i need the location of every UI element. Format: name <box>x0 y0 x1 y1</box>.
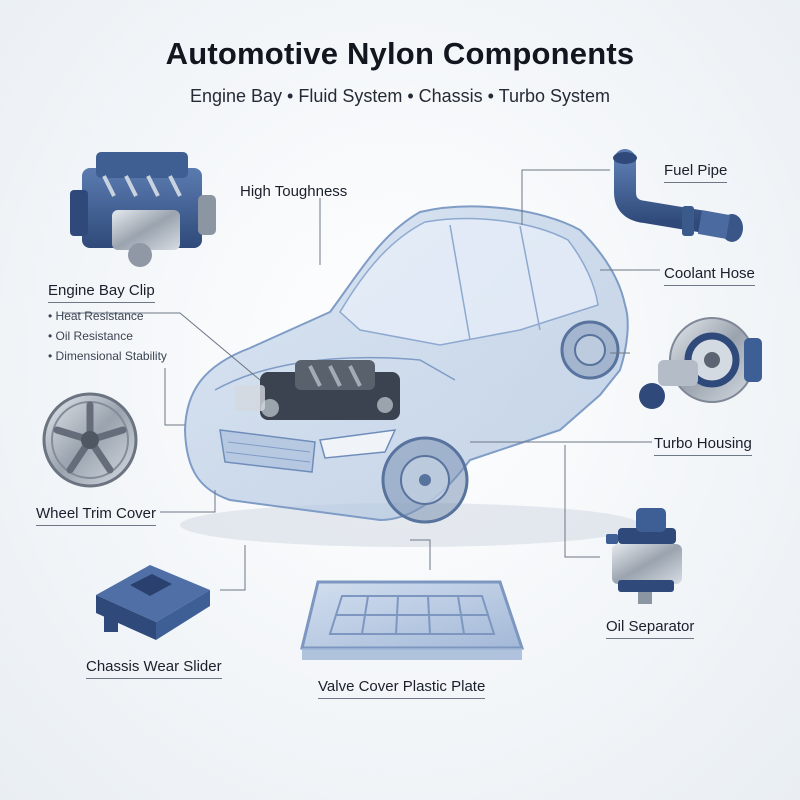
wheel-trim-cover-part <box>42 392 138 488</box>
label-fuel-pipe: Fuel Pipe <box>664 162 728 183</box>
label-turbo-housing: Turbo Housing <box>654 435 752 456</box>
turbo-housing-part <box>639 317 762 409</box>
fuel-pipe-part <box>613 149 743 242</box>
engine-bay-clip-properties: Heat Resistance Oil Resistance Dimension… <box>48 306 167 366</box>
car-rear-wheel <box>560 320 620 380</box>
label-high-toughness: High Toughness <box>240 183 348 200</box>
label-chassis-wear-slider: Chassis Wear Slider <box>86 658 222 679</box>
engine-block <box>70 152 216 267</box>
property-dimensional-stability: Dimensional Stability <box>48 346 167 366</box>
label-oil-separator: Oil Separator <box>606 618 695 639</box>
label-engine-bay-clip: Engine Bay Clip <box>48 282 155 303</box>
car-front-wheel <box>381 436 469 524</box>
page-title: Automotive Nylon Components <box>165 36 635 71</box>
car-engine <box>235 360 400 420</box>
oil-separator-part <box>606 508 682 604</box>
property-heat-resistance: Heat Resistance <box>48 306 167 326</box>
page-subtitle: Engine Bay • Fluid System • Chassis • Tu… <box>189 86 611 106</box>
label-valve-cover-plastic-plate: Valve Cover Plastic Plate <box>318 678 486 699</box>
chassis-wear-slider-part <box>96 565 210 640</box>
label-coolant-hose: Coolant Hose <box>664 265 755 286</box>
valve-cover-plate-part <box>300 580 525 660</box>
transparent-car <box>180 205 640 547</box>
property-oil-resistance: Oil Resistance <box>48 326 167 346</box>
label-wheel-trim-cover: Wheel Trim Cover <box>36 505 157 526</box>
